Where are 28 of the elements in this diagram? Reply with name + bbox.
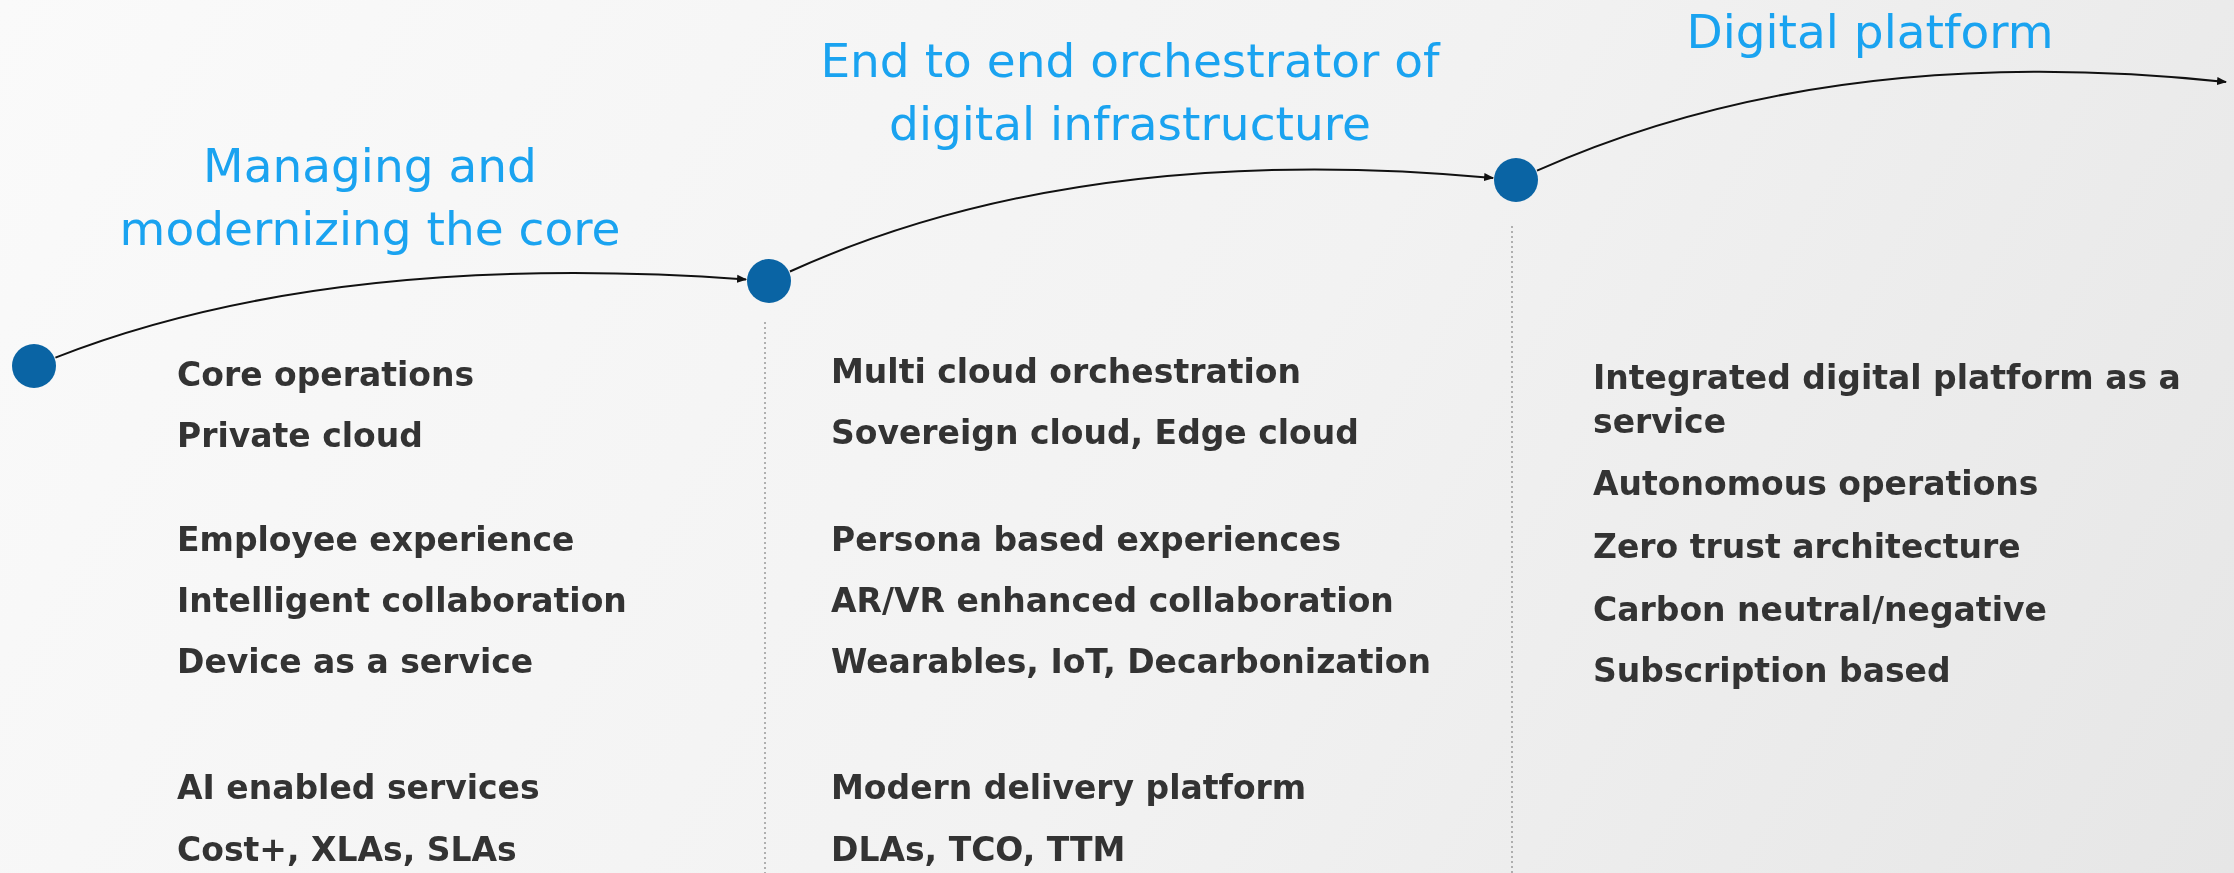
capability-text: Private cloud — [177, 415, 423, 457]
capability-text: Sovereign cloud, Edge cloud — [831, 412, 1359, 454]
capability-text: Device as a service — [177, 641, 534, 683]
arrow — [1536, 70, 2227, 172]
arrow — [54, 272, 748, 359]
phase-heading: End to end orchestrator of digital infrastructure — [819, 32, 1442, 153]
capability-text: Modern delivery platform — [831, 767, 1307, 809]
capability-text: Autonomous operations — [1593, 463, 2039, 505]
capability-text: Wearables, IoT, Decarbonization — [831, 641, 1431, 683]
capability-text: Carbon neutral/negative — [1593, 589, 2047, 631]
capability-text: Employee experience — [177, 519, 575, 561]
capability-text: Persona based experiences — [831, 519, 1342, 561]
phase-heading: Digital platform — [1685, 3, 2055, 61]
capability-text: Integrated digital platform as a service — [1593, 357, 2182, 443]
phase-heading: Managing and modernizing the core — [118, 137, 622, 258]
milestone-dot — [12, 344, 56, 388]
capability-text: DLAs, TCO, TTM — [831, 829, 1126, 871]
capability-text: AI enabled services — [177, 767, 540, 809]
capability-text: Core operations — [177, 354, 475, 396]
milestone-dot — [1494, 158, 1538, 202]
capability-text: Intelligent collaboration — [177, 580, 627, 622]
milestone-dot — [747, 259, 791, 303]
capability-text: Multi cloud orchestration — [831, 351, 1301, 393]
capability-text: Subscription based — [1593, 650, 1951, 692]
capability-text: AR/VR enhanced collaboration — [831, 580, 1394, 622]
arrow — [788, 168, 1495, 273]
capability-text: Cost+, XLAs, SLAs — [177, 829, 517, 871]
capability-text: Zero trust architecture — [1593, 526, 2021, 568]
